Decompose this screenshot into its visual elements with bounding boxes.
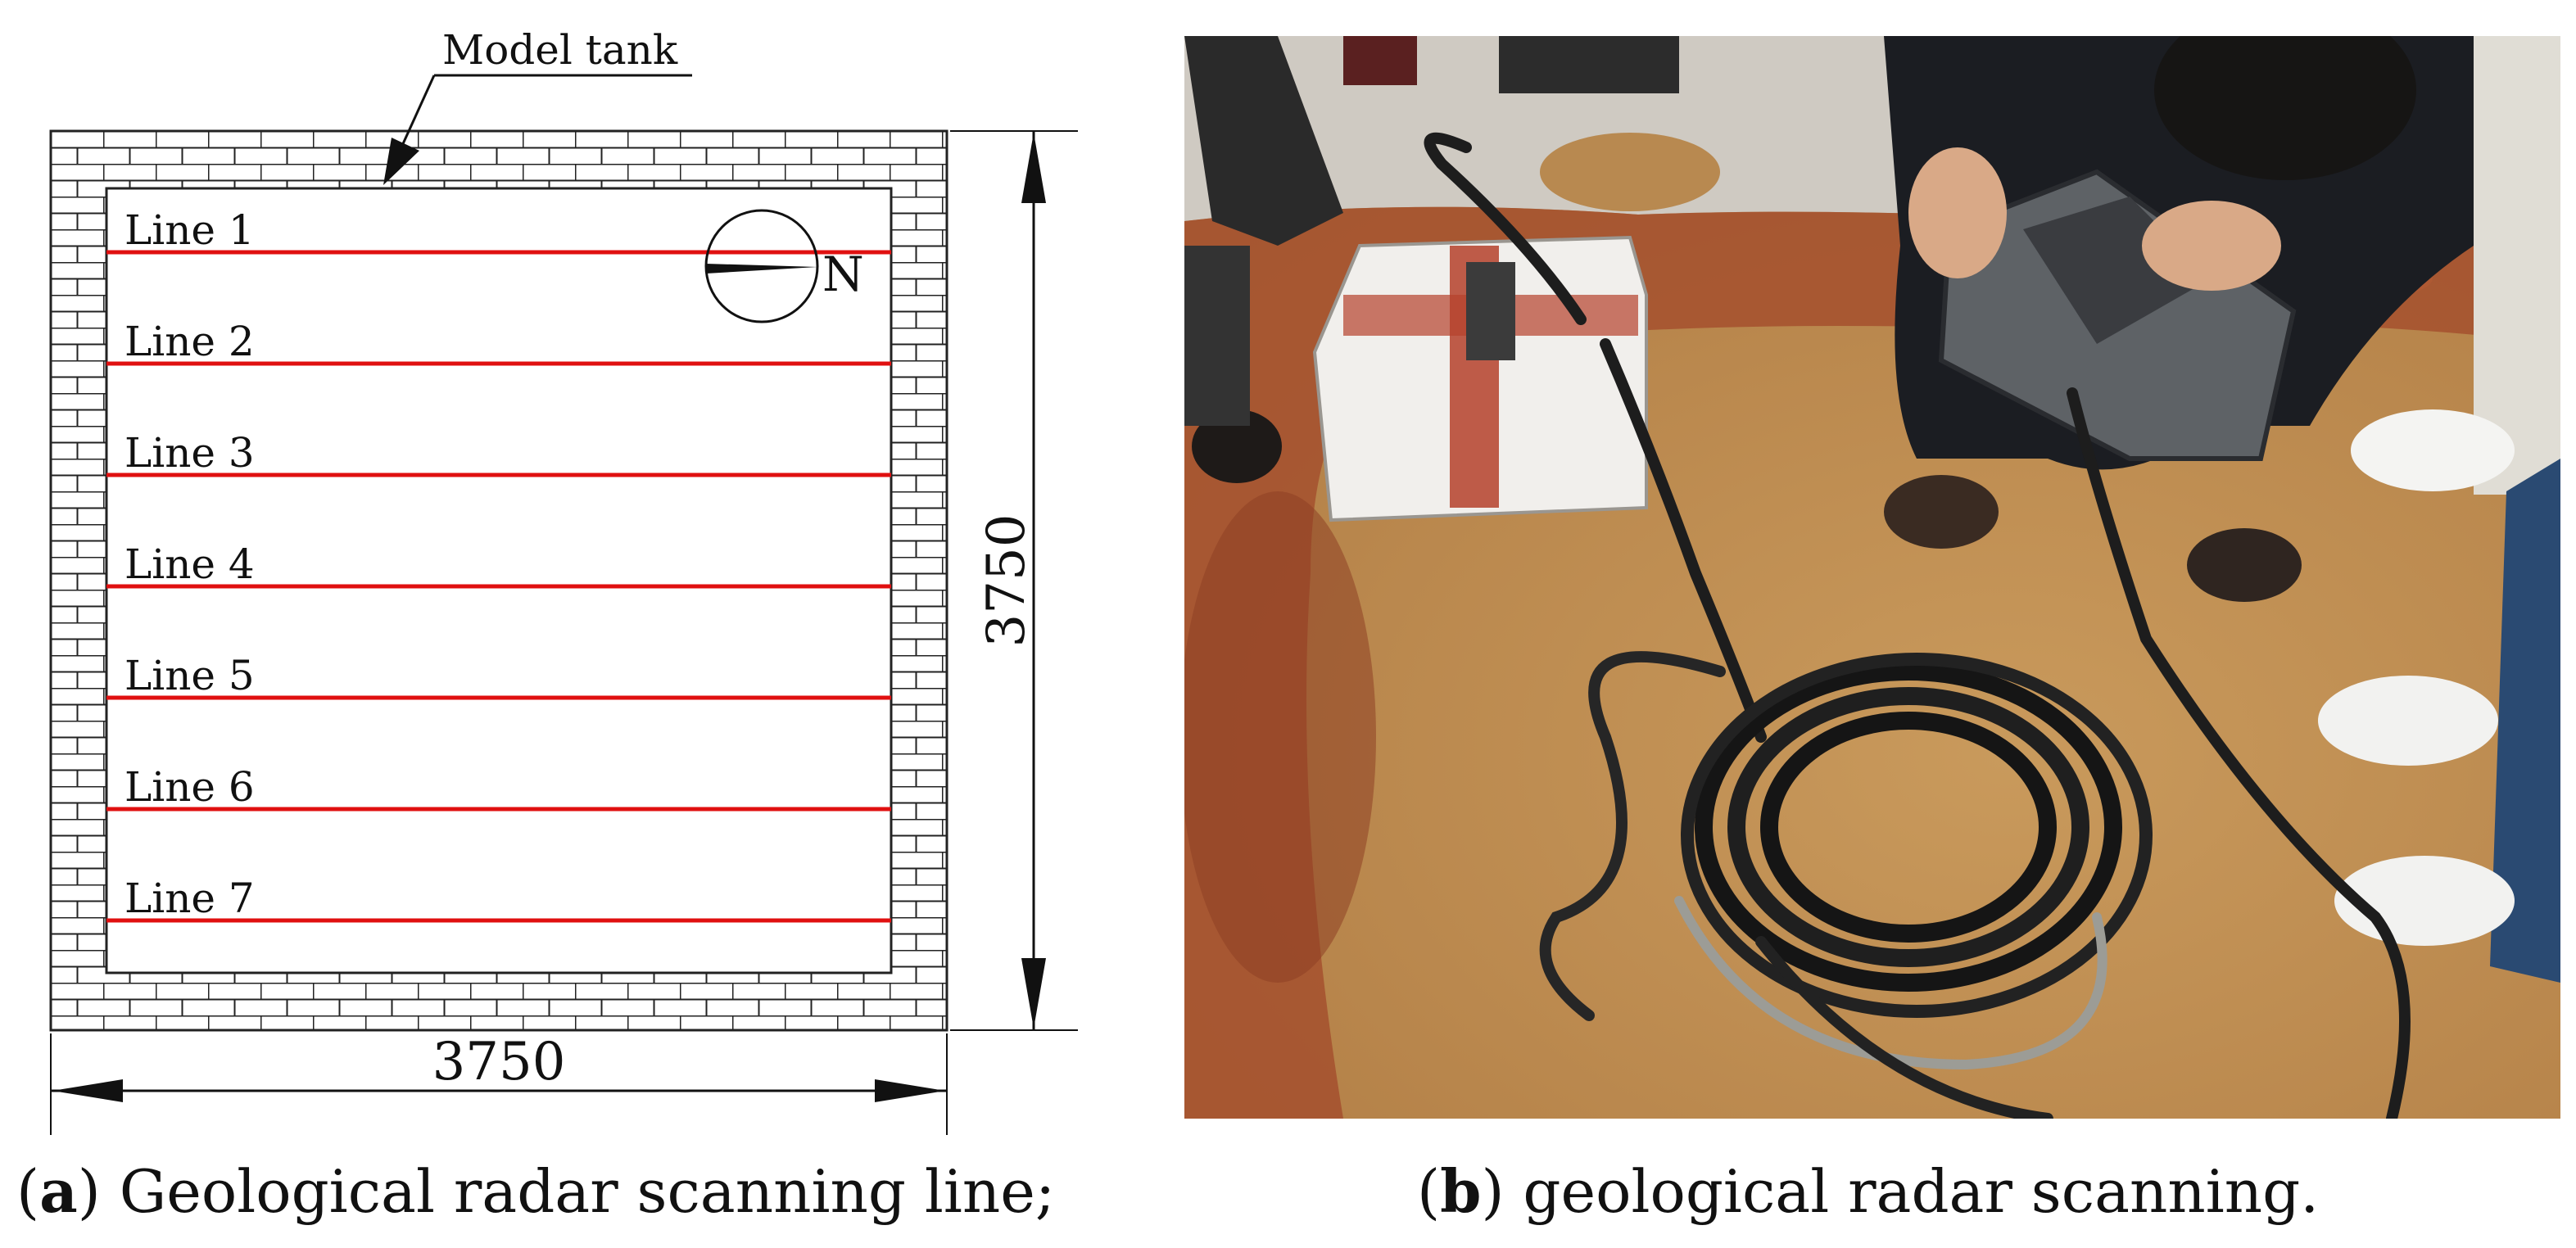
scan-line-label-5: Line 5	[124, 652, 255, 699]
dimension-arrow-left-icon	[52, 1079, 123, 1102]
bystander-legs	[2318, 36, 2560, 983]
vertical-dimension: 3750	[950, 130, 1078, 1031]
scan-line-label-7: Line 7	[124, 875, 255, 922]
dimension-arrow-down-icon	[1021, 958, 1046, 1029]
vertical-dimension-value: 3750	[976, 514, 1037, 648]
scan-line-label-1: Line 1	[124, 206, 255, 254]
dimension-arrow-up-icon	[1021, 133, 1046, 203]
model-tank-wall	[49, 129, 948, 1032]
horizontal-dimension: 3750	[50, 1032, 948, 1135]
scan-line-label-6: Line 6	[124, 763, 255, 811]
caption-a-text: Geological radar scanning line;	[119, 1157, 1056, 1226]
caption-panel-a: (a) Geological radar scanning line;	[16, 1156, 1056, 1226]
scan-line-label-2: Line 2	[124, 318, 255, 365]
model-tank-label: Model tank	[442, 26, 678, 74]
scan-line-label-4: Line 4	[124, 540, 255, 588]
scan-line-label-3: Line 3	[124, 429, 255, 477]
compass-needle-icon	[706, 264, 817, 274]
dimension-arrow-right-icon	[875, 1079, 945, 1102]
operator	[1884, 36, 2474, 602]
horizontal-dimension-value: 3750	[432, 1032, 566, 1092]
compass: N	[704, 209, 864, 323]
caption-b-letter: b	[1440, 1156, 1482, 1226]
caption-a-letter: a	[39, 1156, 78, 1226]
caption-b-text: geological radar scanning.	[1523, 1157, 2320, 1226]
caption-panel-b: (b) geological radar scanning.	[1417, 1156, 2320, 1226]
radar-scanning-photo	[1184, 36, 2560, 1119]
model-tank-leader-arrow	[383, 75, 436, 185]
scan-lines-group: Line 1 Line 2 Line 3 Line 4 Line 5 Line 6 Line…	[106, 206, 891, 923]
radar-cable-coil	[1424, 132, 2411, 1119]
radar-antenna	[1312, 235, 1648, 522]
compass-north-label: N	[822, 246, 864, 302]
